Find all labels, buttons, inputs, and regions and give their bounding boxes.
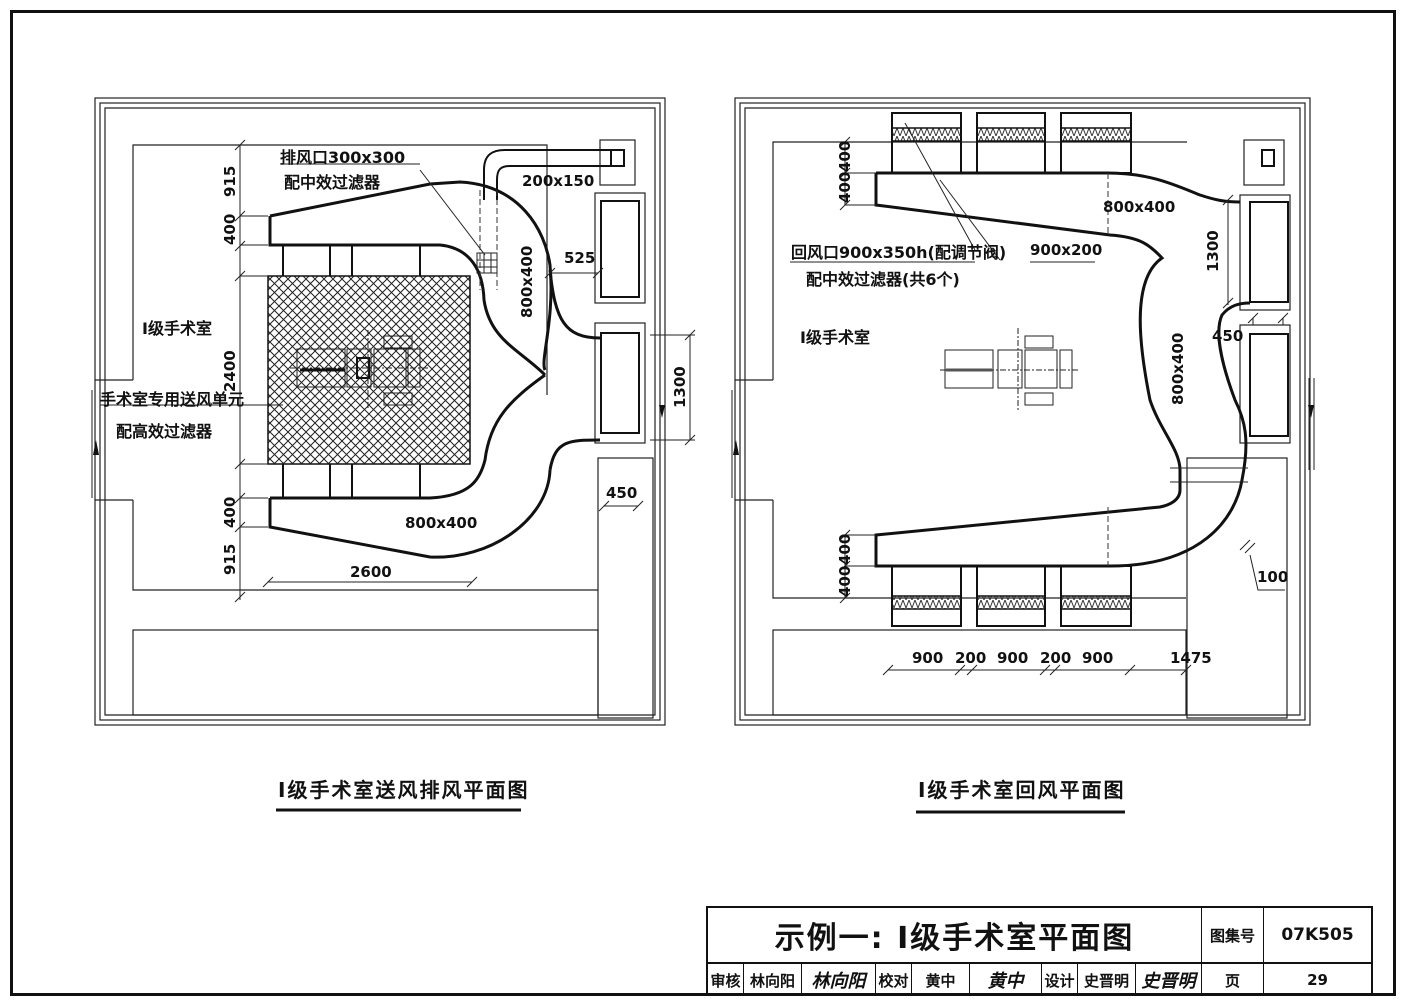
dim-915-top: 915	[221, 166, 239, 197]
dim-bottom-5: 1475	[1170, 649, 1212, 667]
dim-400-bottom-a: 400	[836, 534, 854, 565]
exhaust-outlet-label: 排风口300x300	[280, 148, 405, 167]
plan-caption-supply: Ⅰ级手术室送风排风平面图	[278, 778, 529, 802]
plan-caption-return: Ⅰ级手术室回风平面图	[918, 778, 1125, 802]
dim-1300-return: 1300	[1204, 230, 1222, 272]
sheet-border	[10, 10, 1396, 996]
sheet-title: 示例一: Ⅰ级手术室平面图	[708, 908, 1202, 962]
exhaust-filter-label: 配中效过滤器	[284, 173, 381, 192]
dimension-lines	[100, 139, 696, 603]
design-label: 设计	[1042, 964, 1078, 996]
return-grilles-top	[891, 112, 1132, 174]
atlas-number: 07K505	[1281, 925, 1354, 945]
return-filter-label: 配中效过滤器(共6个)	[806, 270, 960, 289]
supply-exhaust-plan: 排风口300x300 配中效过滤器 200x150 Ⅰ级手术室 手术室专用送风单…	[91, 97, 696, 812]
page-label: 页	[1202, 964, 1264, 996]
dim-450: 450	[606, 484, 637, 502]
branch-size-label: 900x200	[1030, 241, 1102, 259]
reviewer-name: 林向阳	[744, 964, 802, 996]
dim-400-top-a: 400	[836, 141, 854, 172]
supply-duct-bottom	[268, 469, 552, 559]
dim-2600: 2600	[350, 563, 392, 581]
review-label: 审核	[708, 964, 744, 996]
duct-size-vertical: 800x400	[518, 246, 536, 318]
exhaust-duct-size: 200x150	[522, 172, 594, 190]
title-block: 示例一: Ⅰ级手术室平面图 图集号 07K505 审核 林向阳 林向阳 校对 黄…	[706, 906, 1373, 996]
checker-name: 黄中	[912, 964, 970, 996]
dim-450-return: 450	[1212, 327, 1243, 345]
dim-400-bottom-b: 400	[836, 566, 854, 597]
dim-bottom-2: 900	[997, 649, 1028, 667]
operating-table-icon-return	[940, 328, 1080, 412]
return-outlet-label: 回风口900x350h(配调节阀)	[791, 243, 1006, 262]
return-air-plan: 400 400 400 400 800x400 900x200 回风口900x3…	[731, 97, 1315, 814]
reviewer-signature: 林向阳	[802, 964, 876, 996]
check-label: 校对	[876, 964, 912, 996]
supply-filter-label: 配高效过滤器	[116, 422, 213, 441]
page-number: 29	[1307, 971, 1328, 989]
atlas-label: 图集号	[1202, 908, 1264, 962]
return-grilles-bottom	[891, 565, 1132, 627]
room-walls-return	[731, 97, 1315, 726]
supply-duct-top	[269, 180, 553, 371]
exhaust-grille-icon	[476, 252, 498, 274]
operating-table-icon	[290, 330, 430, 410]
dim-400-top: 400	[221, 214, 239, 245]
dim-1300: 1300	[671, 366, 689, 408]
dim-2400: 2400	[221, 350, 239, 392]
designer-name: 史晋明	[1078, 964, 1136, 996]
dim-400-bottom: 400	[221, 497, 239, 528]
dim-bottom-1: 200	[955, 649, 986, 667]
room-walls	[91, 97, 666, 726]
checker-signature: 黄中	[970, 964, 1042, 996]
dim-915-bottom: 915	[221, 544, 239, 575]
room-label: Ⅰ级手术室	[142, 319, 212, 338]
room-label-return: Ⅰ级手术室	[800, 328, 870, 347]
dimension-lines-return	[839, 136, 1289, 676]
dim-100: 100	[1257, 568, 1288, 586]
supply-unit-label: 手术室专用送风单元	[100, 390, 244, 409]
dim-400-top-b: 400	[836, 172, 854, 203]
exhaust-leader-line	[419, 169, 486, 256]
dim-bottom-0: 900	[912, 649, 943, 667]
duct-size-top: 800x400	[1103, 198, 1175, 216]
designer-signature: 史晋明	[1136, 964, 1202, 996]
dim-525: 525	[564, 249, 595, 267]
dim-bottom-3: 200	[1040, 649, 1071, 667]
duct-size-bottom: 800x400	[405, 514, 477, 532]
dim-bottom-4: 900	[1082, 649, 1113, 667]
return-duct-top	[876, 171, 1241, 204]
duct-size-vertical-return: 800x400	[1169, 333, 1187, 405]
